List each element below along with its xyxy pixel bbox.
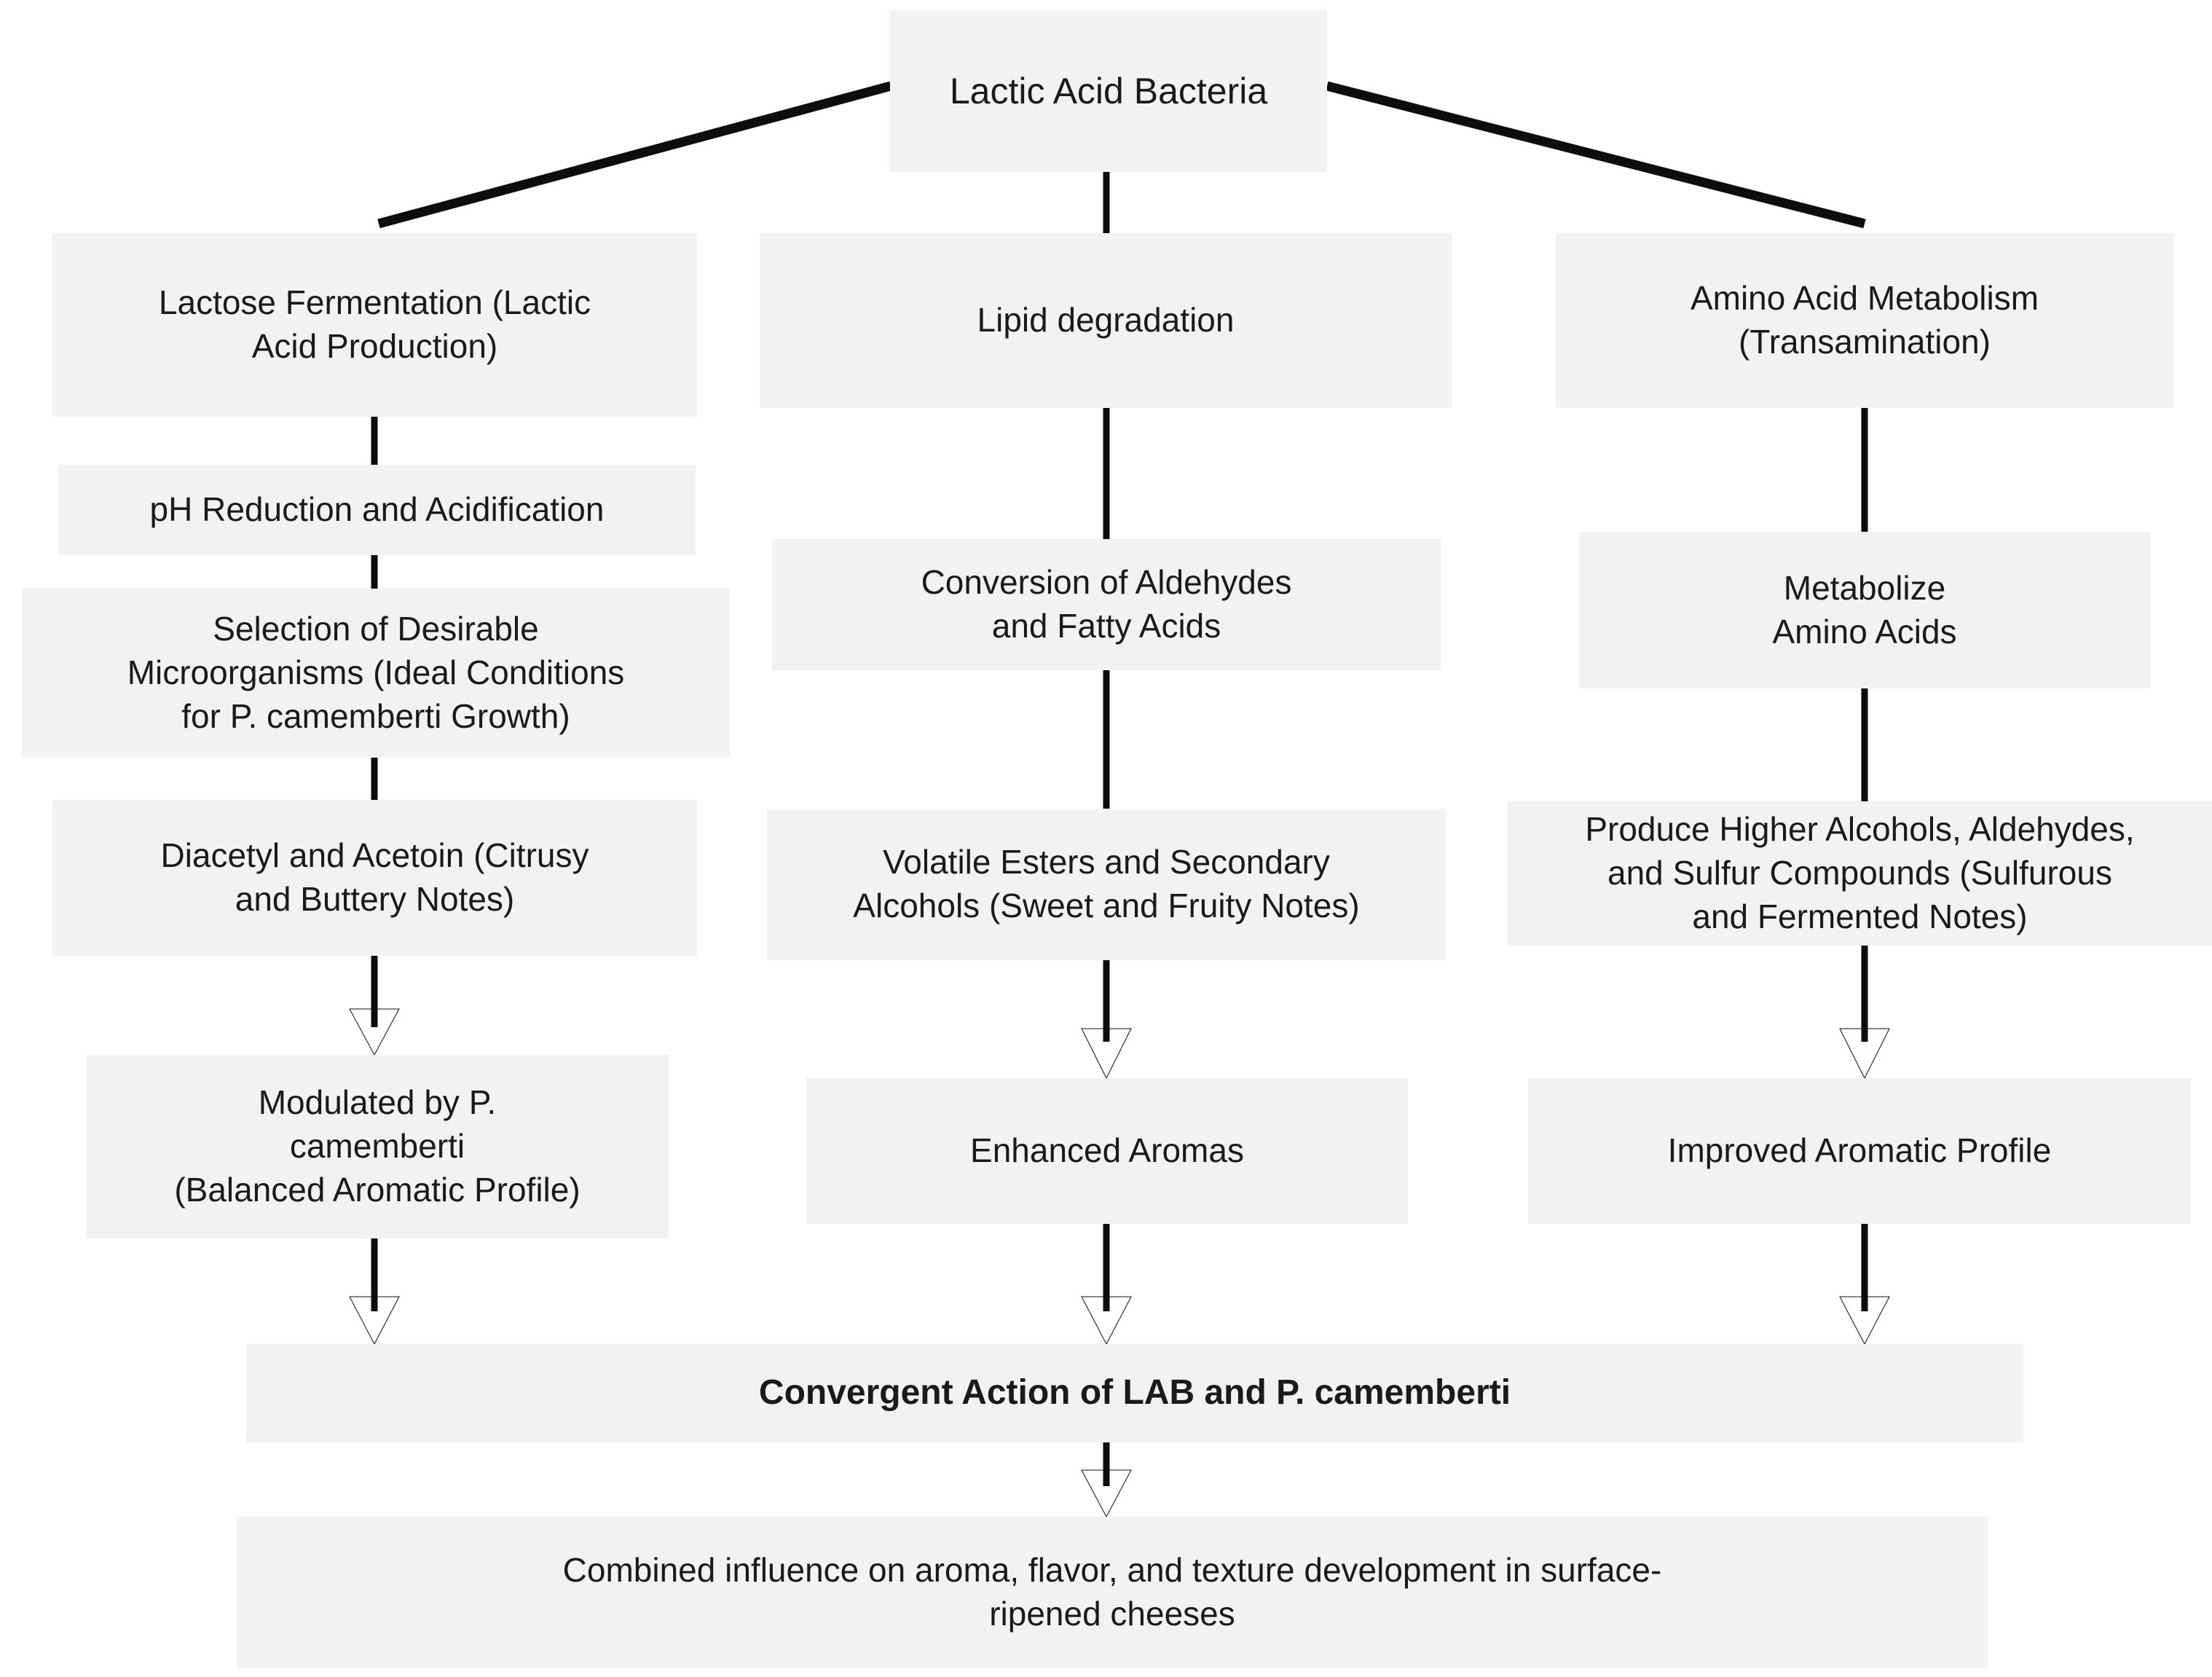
arrow-convergent-to-outcome bbox=[1081, 1469, 1132, 1518]
node-metabolize-amino-acids[interactable]: Metabolize Amino Acids bbox=[1579, 532, 2150, 688]
arrow-diacetyl-to-modulated bbox=[349, 1008, 400, 1056]
node-conversion-aldehydes[interactable]: Conversion of Aldehydes and Fatty Acids bbox=[772, 539, 1441, 670]
node-diacetyl-acetoin[interactable]: Diacetyl and Acetoin (Citrusy and Butter… bbox=[52, 800, 697, 956]
node-improved-aromatic-profile[interactable]: Improved Aromatic Profile bbox=[1528, 1078, 2191, 1224]
arrow-produce-to-improved bbox=[1839, 1028, 1890, 1080]
arrow-volatile-to-enhanced bbox=[1081, 1028, 1132, 1080]
node-selection-microorganisms[interactable]: Selection of Desirable Microorganisms (I… bbox=[22, 589, 730, 758]
node-combined-influence[interactable]: Combined influence on aroma, flavor, and… bbox=[237, 1517, 1988, 1668]
node-volatile-esters[interactable]: Volatile Esters and Secondary Alcohols (… bbox=[767, 809, 1446, 960]
arrow-improved-to-convergent bbox=[1839, 1296, 1890, 1346]
node-modulated-camemberti[interactable]: Modulated by P. camemberti (Balanced Aro… bbox=[86, 1055, 669, 1238]
node-lipid-degradation[interactable]: Lipid degradation bbox=[760, 233, 1452, 408]
arrow-modulated-to-convergent bbox=[349, 1296, 400, 1346]
node-amino-acid-metabolism[interactable]: Amino Acid Metabolism (Transamination) bbox=[1556, 233, 2173, 408]
arrow-enhanced-to-convergent bbox=[1081, 1296, 1132, 1346]
edge-lab-to-amino bbox=[1326, 81, 1866, 229]
node-enhanced-aromas[interactable]: Enhanced Aromas bbox=[806, 1078, 1408, 1224]
node-ph-reduction[interactable]: pH Reduction and Acidification bbox=[58, 465, 696, 555]
node-lactic-acid-bacteria[interactable]: Lactic Acid Bacteria bbox=[890, 10, 1327, 172]
node-lactose-fermentation[interactable]: Lactose Fermentation (Lactic Acid Produc… bbox=[52, 233, 697, 417]
node-convergent-action[interactable]: Convergent Action of LAB and P. camember… bbox=[246, 1344, 2023, 1442]
edge-lab-to-lactose bbox=[377, 81, 892, 229]
node-produce-higher-alcohols[interactable]: Produce Higher Alcohols, Aldehydes, and … bbox=[1508, 801, 2212, 946]
